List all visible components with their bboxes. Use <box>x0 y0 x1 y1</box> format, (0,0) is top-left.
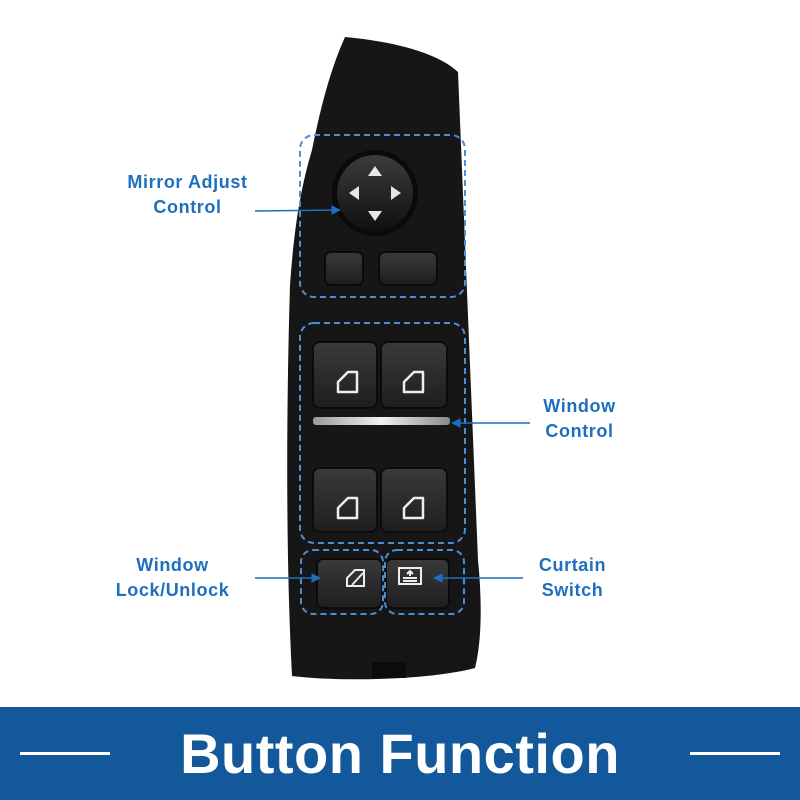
curtain-label-line1: Curtain <box>538 555 607 575</box>
window-icon <box>402 496 425 520</box>
mirror-left-button[interactable] <box>324 251 364 286</box>
window-control-label: Window Control <box>522 394 637 444</box>
window-lock-label: Window Lock/Unlock <box>100 553 245 603</box>
curtain-icon <box>398 567 422 585</box>
window-highlight <box>299 322 466 544</box>
lock-slash <box>351 572 364 586</box>
window-icon <box>336 496 359 520</box>
title-banner: Button Function <box>0 707 800 800</box>
lock-label-line2: Lock/Unlock <box>115 580 230 600</box>
curtain-switch-label: Curtain Switch <box>515 553 630 603</box>
mirror-right-button[interactable] <box>378 251 438 286</box>
window-button-rear-right[interactable] <box>380 467 448 533</box>
chrome-trim <box>313 417 450 425</box>
banner-dash-left <box>20 752 110 755</box>
mirror-knob[interactable] <box>332 150 418 236</box>
mirror-label-line1: Mirror Adjust <box>127 172 248 192</box>
curtain-label-line2: Switch <box>541 580 604 600</box>
banner-title: Button Function <box>180 722 620 785</box>
mirror-adjust-label: Mirror Adjust Control <box>110 170 265 220</box>
arrow-up-icon <box>368 166 382 176</box>
panel-clip <box>372 662 406 678</box>
annotation-boxes <box>299 134 466 615</box>
lock-highlight <box>300 549 384 615</box>
window-label-line1: Window <box>543 396 616 416</box>
window-icon <box>336 370 359 394</box>
window-lock-button[interactable] <box>316 558 383 609</box>
window-buttons <box>312 341 448 533</box>
curtain-highlight <box>384 549 465 615</box>
window-lock-icon <box>346 569 365 587</box>
window-label-line2: Control <box>545 421 614 441</box>
window-icon <box>402 370 425 394</box>
banner-dash-right <box>690 752 780 755</box>
arrow-left-icon <box>349 186 359 200</box>
lock-label-line1: Window <box>136 555 209 575</box>
mirror-highlight <box>299 134 466 298</box>
arrow-right-icon <box>391 186 401 200</box>
arrow-down-icon <box>368 211 382 221</box>
mirror-pointer <box>254 205 341 215</box>
window-button-front-right[interactable] <box>380 341 448 409</box>
mirror-label-line2: Control <box>153 197 222 217</box>
